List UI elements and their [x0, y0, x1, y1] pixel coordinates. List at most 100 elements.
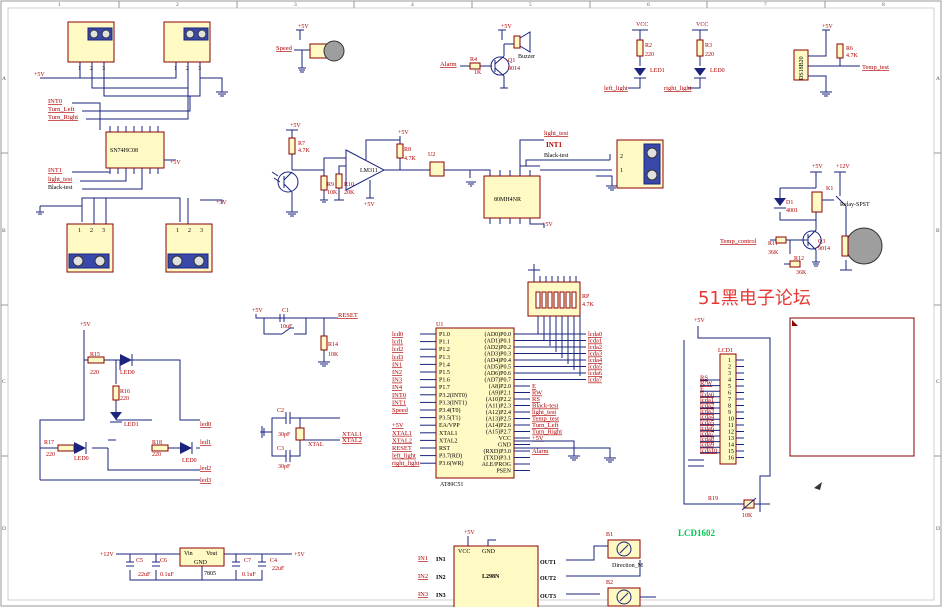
relay-label: Relay-SPST — [840, 202, 870, 208]
mcu-left-pins: P1.0lcd0P1.1lcd1P1.2lcd2P1.3lcd3P1.4IN1P… — [392, 331, 467, 467]
lcd-net-label: RS — [700, 375, 708, 382]
lcd-net-label: lcda7 — [700, 431, 715, 438]
ref-b2: B2 — [606, 580, 613, 586]
net-int1: INT1 — [48, 167, 62, 174]
mcu-left-pin-name: P1.5 — [439, 370, 450, 376]
mcu-left-pin-name: P3.6(WR) — [439, 460, 464, 467]
mcu-left-net: RESET — [392, 445, 412, 452]
v5-label-15: +5V — [294, 552, 305, 558]
net-temp-test-1: Temp_test — [862, 64, 889, 71]
net-temp-control-1: Temp_control — [720, 238, 757, 245]
ref-r7: R7 — [298, 141, 305, 147]
mcu-right-net: Alarm — [532, 448, 549, 455]
lcd-net-label: lcda9 — [700, 442, 714, 449]
mcu-right-pin-name: (AD3)P0.3 — [485, 351, 512, 358]
svg-text:2: 2 — [90, 66, 93, 72]
mcu-left-net: IN4 — [392, 384, 403, 391]
val-r36k-2: 36K — [796, 270, 807, 276]
net-int0: INT0 — [48, 98, 62, 105]
reg-gnd: GND — [194, 560, 208, 566]
ref-q1: Q1 — [508, 58, 515, 64]
val-c22uf-2: 22uF — [272, 566, 285, 572]
ref-r18: R18 — [152, 440, 162, 446]
svg-text:2: 2 — [186, 66, 189, 72]
mcu-right-net: lcda1 — [588, 338, 602, 345]
svg-text:1: 1 — [176, 228, 179, 234]
ref-d1: D1 — [786, 200, 793, 206]
grid-col-1: 1 — [58, 2, 61, 8]
net-light-test-2: light_test — [544, 130, 568, 137]
val-r36k-1: 36K — [768, 250, 779, 256]
lcd-pin-number: 3 — [728, 371, 731, 377]
net-turn-left: Turn_Left — [48, 106, 75, 113]
val-r47k-2: 4.7K — [298, 148, 311, 154]
svg-text:1: 1 — [78, 66, 81, 72]
svg-text:1: 1 — [620, 168, 623, 174]
val-s9014-1: 9014 — [508, 66, 520, 72]
rp-resistors — [535, 291, 577, 309]
mcu-name: AT89C51 — [440, 482, 463, 488]
speed-motor-block: Speed +5V — [276, 24, 345, 73]
lcd-caption: LCD1602 — [678, 528, 716, 538]
mcu-right-pin-name: VCC — [499, 436, 511, 442]
mcu-right-net: lcda0 — [588, 331, 602, 338]
l298n-in2: IN2 — [436, 575, 446, 581]
mcu-right-net: lcda6 — [588, 370, 603, 377]
net-xtal1-1: XTAL1 — [342, 431, 362, 438]
buzzer-label: Buzzer — [518, 54, 535, 60]
net-led0: led0 — [200, 421, 211, 428]
mcu-left-net: IN3 — [392, 377, 402, 384]
mcu-left-pin-name: P3.7(RD) — [439, 453, 462, 460]
val-r47k-3: 4.7K — [404, 156, 417, 162]
buzzer-driver-block: Alarm R4 1K +5V Q1 9014 Buzzer — [440, 24, 535, 89]
indicator-led-block: VCC VCC R2 220 R3 220 LED1 LED0 left_lig… — [604, 22, 725, 92]
val-r220-4: 220 — [120, 396, 129, 402]
lcd-pin-number: 15 — [728, 449, 734, 455]
grid-col-6: 6 — [647, 2, 650, 8]
mcu-left-net: right_light — [392, 460, 420, 467]
v5-label-12: +5V — [252, 308, 263, 314]
mcu-right-pin-name: (RXD)P3.0 — [483, 448, 511, 455]
v12-label-2: +12V — [100, 552, 114, 558]
lcd-pin-number: 10 — [728, 417, 734, 423]
val-r1k-1: 1K — [474, 70, 482, 76]
ref-r15: R15 — [90, 352, 100, 358]
grid-col-7: 7 — [764, 2, 767, 8]
mcu-left-pin-name: P1.6 — [439, 378, 450, 384]
ref-c5: C5 — [136, 558, 143, 564]
mcu-right-pin-name: (A14)P2.6 — [486, 422, 511, 429]
mcu-right-net: lcda7 — [588, 377, 603, 384]
mcu-left-pin-name: RST — [439, 446, 450, 452]
encoder-ic-label: 80MH4NR — [494, 197, 521, 203]
watermark-text: 51黑电子论坛 — [698, 288, 811, 309]
mcu-left-pin-name: P1.1 — [439, 340, 450, 346]
grid-row-b: B — [2, 228, 6, 234]
ref-r2: R2 — [645, 43, 652, 49]
svg-text:3: 3 — [102, 228, 105, 234]
mcu-right-pin-name: (A10)P2.2 — [486, 396, 511, 403]
ref-led0: LED0 — [710, 68, 725, 74]
val-r10k-3: 10K — [742, 513, 753, 519]
mcu-left-pin-name: P1.0 — [439, 332, 450, 338]
ref-r17: R17 — [44, 440, 54, 446]
ref-k1: K1 — [826, 186, 833, 192]
lcd-net-label: lcda5 — [700, 419, 714, 426]
mcu-left-net: +5V — [392, 422, 404, 429]
grid-row-c-right: C — [936, 379, 940, 385]
mcu-left-net: IN2 — [392, 369, 402, 376]
net-black-test-2: Black-test — [544, 153, 569, 159]
ref-r9: R9 — [327, 182, 334, 188]
grid-row-c: C — [2, 379, 6, 385]
lcd-pin-number: 16 — [728, 456, 734, 462]
mcu-left-pin-name: P1.2 — [439, 347, 450, 353]
mcu-right-pin-name: (AD6)P0.6 — [485, 370, 512, 377]
v5-label-10: +5V — [542, 222, 553, 228]
l298n-in1: IN1 — [436, 557, 446, 563]
ref-r14: R14 — [328, 342, 338, 348]
lcd-pin-number: 11 — [728, 423, 734, 429]
ref-c4: C4 — [270, 558, 277, 564]
